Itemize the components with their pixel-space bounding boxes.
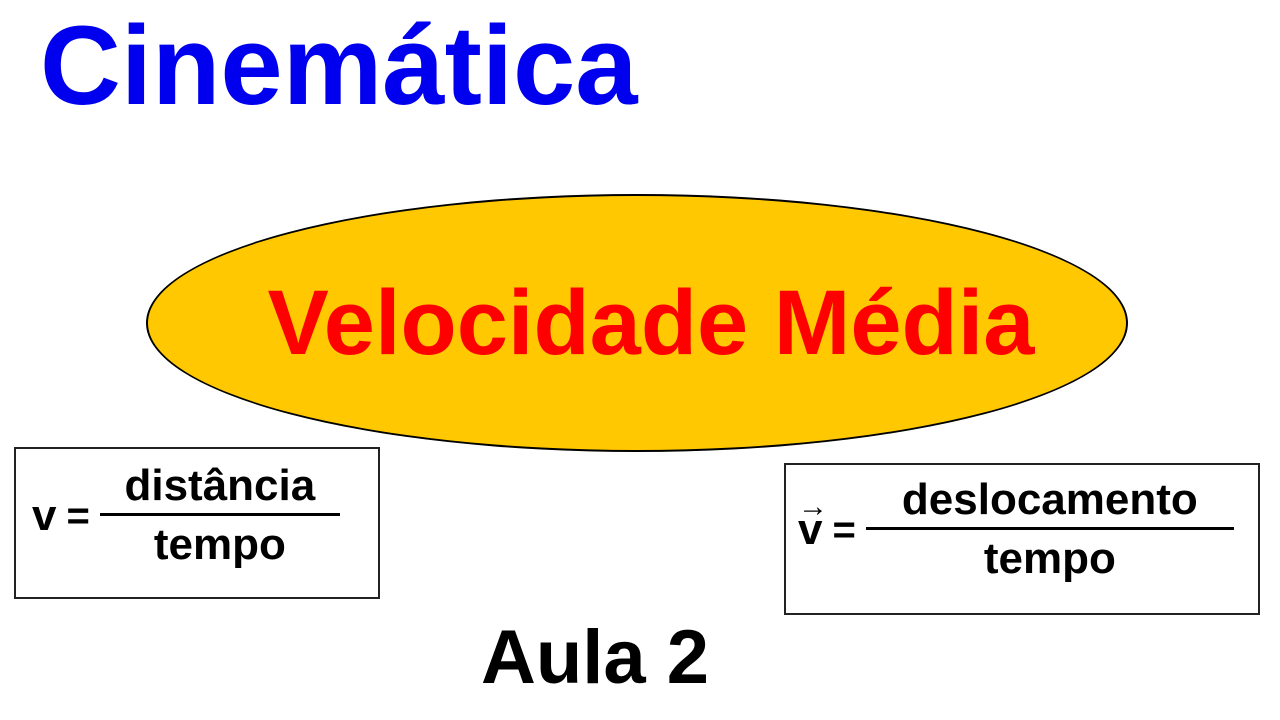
velocity-variable: v [32,490,57,540]
page-title: Cinemática [40,3,638,128]
scalar-velocity-formula-box: v = distância tempo [14,447,380,599]
fraction-bar [99,513,340,517]
lesson-number: Aula 2 [480,615,710,700]
vector-arrow-icon: → [798,489,828,523]
highlight-text: Velocidade Média [267,271,1035,374]
equals-sign: = [66,493,90,538]
vector-velocity-variable: → v [798,491,828,554]
fraction: distância tempo [99,461,340,570]
equals-sign: = [832,507,856,552]
fraction: deslocamento tempo [865,475,1234,584]
fraction-bar [865,527,1234,531]
denominator-time: tempo [153,520,286,570]
highlight-ellipse: Velocidade Média [146,194,1128,452]
scalar-velocity-formula: v = distância tempo [32,461,340,570]
numerator-displacement: deslocamento [901,475,1198,524]
denominator-time: tempo [983,534,1116,584]
numerator-distance: distância [124,461,316,510]
vector-velocity-formula: → v = deslocamento tempo [798,475,1234,584]
vector-velocity-formula-box: → v = deslocamento tempo [784,463,1260,615]
velocity-letter: v [798,504,823,554]
